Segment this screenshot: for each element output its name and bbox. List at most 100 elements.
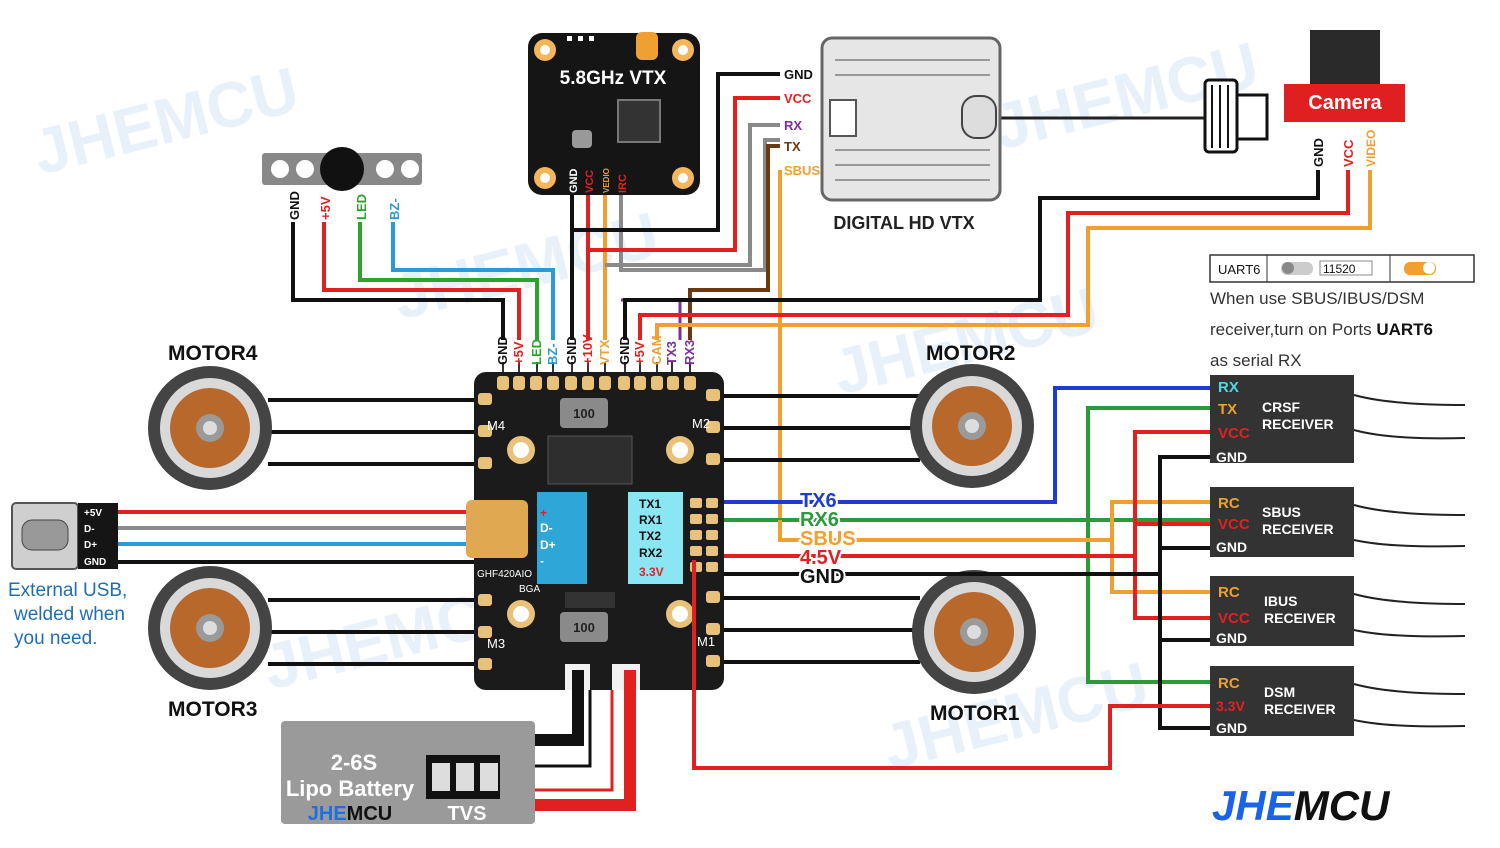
receiver-name: CRSF xyxy=(1262,399,1301,415)
fc-pad-label: VTX xyxy=(597,339,612,365)
uart-note: receiver,turn on Ports UART6 xyxy=(1210,320,1433,339)
pin-label: RC xyxy=(1218,675,1240,692)
side-label-gnd: GND xyxy=(800,566,844,588)
usb-note: External USB, xyxy=(8,580,127,601)
fc-pad-label: TX3 xyxy=(664,341,679,365)
pin-label: GND xyxy=(784,67,813,82)
usb-pin-label: D+ xyxy=(84,540,97,551)
receiver-name: RECEIVER xyxy=(1264,610,1336,626)
motor4-label: MOTOR4 xyxy=(168,342,258,365)
usb-connector: +5V D- D+ GND External USB, welded when … xyxy=(8,502,127,649)
pin-label: TX xyxy=(1218,401,1237,418)
camera-title: Camera xyxy=(1308,92,1382,114)
usb-pin-label: +5V xyxy=(84,508,102,519)
fc-pad-label: LED xyxy=(529,339,544,365)
baud-value: 11520 xyxy=(1323,262,1356,276)
pin-label: VCC xyxy=(784,91,812,106)
board-model: GHF420AIO xyxy=(477,569,532,580)
crsf-receiver: CRSF RECEIVER RX TX VCC GND xyxy=(1210,375,1354,465)
receiver-name: IBUS xyxy=(1264,593,1297,609)
brand-logo: JHEMCU xyxy=(1212,782,1391,829)
motor-1 xyxy=(912,570,1036,694)
pin-label: VIDEO xyxy=(1364,130,1378,167)
pin-label: VCC xyxy=(584,170,596,193)
usb-board-pin: - xyxy=(540,554,544,568)
pin-label: GND xyxy=(1216,630,1247,646)
receiver-wires xyxy=(692,386,1212,770)
uart-pad-label: TX2 xyxy=(639,529,661,543)
pin-label: VCC xyxy=(1218,425,1250,442)
pin-label: SBUS xyxy=(784,163,820,178)
motor2-label: MOTOR2 xyxy=(926,342,1015,365)
pin-label: GND xyxy=(1216,449,1247,465)
uart-note: as serial RX xyxy=(1210,351,1302,370)
inductor-label: 100 xyxy=(573,620,595,635)
fc-pad-label: +10V xyxy=(580,334,595,365)
motor-labels: MOTOR4 MOTOR2 MOTOR3 MOTOR1 xyxy=(168,342,1020,725)
pin-label: +5V xyxy=(318,196,333,220)
fc-pad-label: GND xyxy=(617,336,632,365)
usb-note: welded when xyxy=(13,604,125,625)
side-label-tx6: TX6 xyxy=(800,490,837,512)
ibus-receiver: IBUS RECEIVER RC VCC GND xyxy=(1210,576,1354,646)
analog-vtx: 5.8GHz VTX GND VCC VEDIO IRC xyxy=(528,32,700,195)
motor-wires xyxy=(268,394,920,666)
uart-note: When use SBUS/IBUS/DSM xyxy=(1210,289,1424,308)
pin-label: GND xyxy=(1311,138,1326,167)
usb-pin-label: D- xyxy=(84,524,95,535)
fc-pad-label: +5V xyxy=(511,341,526,365)
uart-pad-label: TX1 xyxy=(639,497,661,511)
side-label-rx6: RX6 xyxy=(800,509,839,531)
pin-label: VCC xyxy=(1218,610,1250,627)
side-label-sbus: SBUS xyxy=(800,528,856,550)
pin-label: TX xyxy=(784,139,801,154)
side-port-labels: TX6 RX6 SBUS 4.5V GND xyxy=(798,488,858,590)
motor1-label: MOTOR1 xyxy=(930,702,1020,725)
motor3-label: MOTOR3 xyxy=(168,698,257,721)
battery: 2-6S Lipo Battery JHEMCU TVS xyxy=(281,721,535,825)
buzzer-led-board xyxy=(262,147,422,191)
side-label-4v5: 4.5V xyxy=(800,547,842,569)
receivers: CRSF RECEIVER RX TX VCC GND SBUS RECEIVE… xyxy=(1210,375,1466,736)
buzzer-pin-labels: GND +5V LED BZ- xyxy=(287,191,402,220)
pin-label: VEDIO xyxy=(602,168,611,193)
pin-label: GND xyxy=(287,191,302,220)
usb-board-pin: D+ xyxy=(540,538,556,552)
usb-note: you need. xyxy=(14,628,97,649)
tvs-label: TVS xyxy=(448,803,487,825)
fc-pad-label: GND xyxy=(495,336,510,365)
receiver-name: RECEIVER xyxy=(1262,521,1334,537)
digital-hd-vtx: DIGITAL HD VTX GND VCC RX TX SBUS xyxy=(784,36,1002,233)
pin-label: LED xyxy=(354,194,369,220)
motor-pad-label: M1 xyxy=(697,634,715,649)
motor-pad-label: M3 xyxy=(487,636,505,651)
battery-cells: 2-6S xyxy=(331,750,377,775)
motor-2 xyxy=(910,364,1034,488)
inductor-label: 100 xyxy=(573,406,595,421)
sbus-receiver: SBUS RECEIVER RC VCC GND xyxy=(1210,487,1354,557)
pin-label: RX xyxy=(1218,379,1239,396)
bga-label: BGA xyxy=(519,584,540,595)
motor-4 xyxy=(148,366,272,490)
usb-board-pin: D- xyxy=(540,521,553,535)
uart6-settings: UART6 11520 When use SBUS/IBUS/DSM recei… xyxy=(1209,254,1475,370)
camera: Camera GND VCC VIDEO xyxy=(1203,30,1405,167)
fc-pad-label: +5V xyxy=(632,341,647,365)
pin-label: BZ- xyxy=(387,198,402,220)
receiver-name: SBUS xyxy=(1262,504,1301,520)
dsm-receiver: DSM RECEIVER RC 3.3V GND xyxy=(1210,666,1354,736)
motor-3 xyxy=(148,566,272,690)
motor-pad-label: M2 xyxy=(692,416,710,431)
fc-pad-label: RX3 xyxy=(682,340,697,365)
fc-pad-label: CAM xyxy=(649,335,664,365)
pin-label: GND xyxy=(1216,720,1247,736)
uart-pad-label: RX2 xyxy=(639,546,663,560)
uart-pad-label: RX1 xyxy=(639,513,663,527)
pin-label: IRC xyxy=(617,174,629,193)
pin-label: RC xyxy=(1218,495,1240,512)
buzzer-icon xyxy=(320,147,364,191)
fc-pad-label: BZ- xyxy=(545,343,560,365)
